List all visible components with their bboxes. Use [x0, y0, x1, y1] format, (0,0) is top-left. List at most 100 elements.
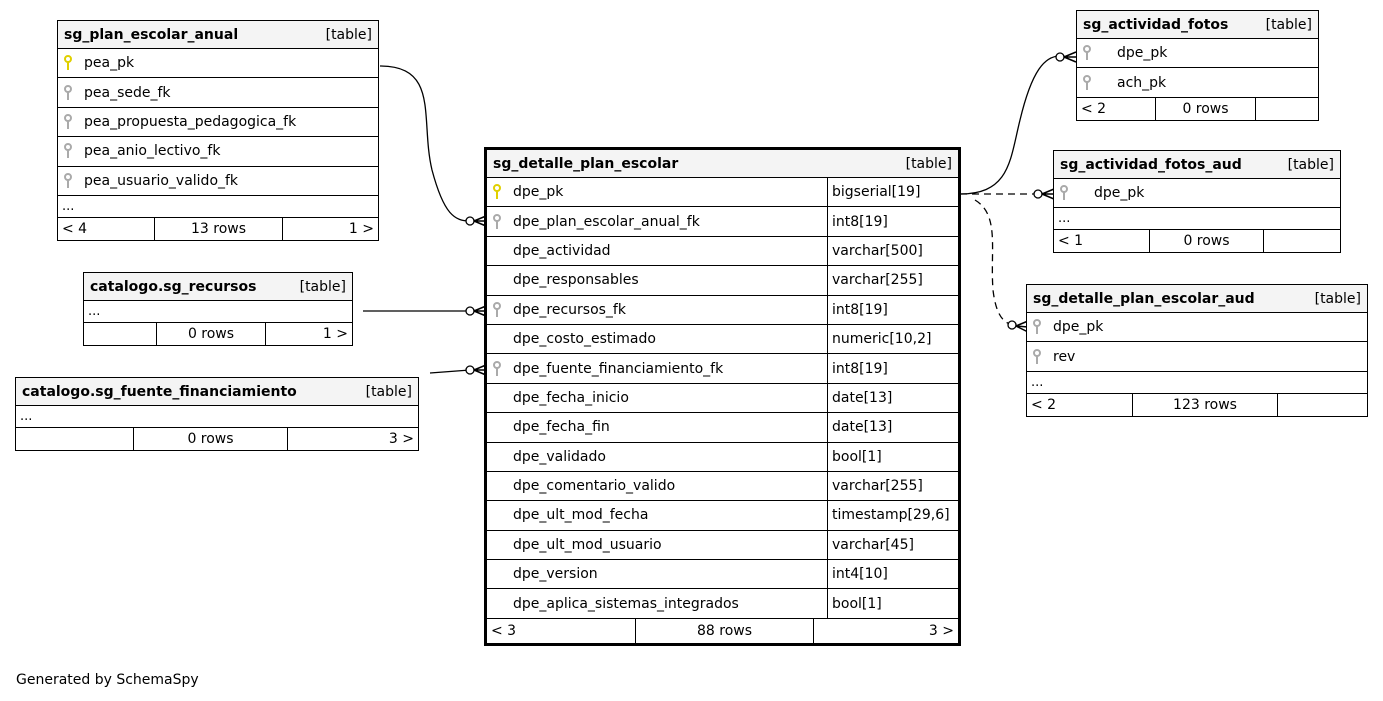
table-header: sg_actividad_fotos [table] — [1077, 11, 1318, 39]
column-cell: dpe_fecha_inicio — [487, 384, 827, 412]
column-cell: pea_propuesta_pedagogica_fk — [58, 108, 378, 136]
column-cell: dpe_validado — [487, 443, 827, 471]
table-sg-actividad-fotos-aud[interactable]: sg_actividad_fotos_aud [table] dpe_pk ..… — [1053, 150, 1341, 254]
crow-circle — [465, 365, 475, 375]
column-row[interactable]: pea_propuesta_pedagogica_fk — [58, 108, 378, 138]
table-header: sg_plan_escolar_anual [table] — [58, 21, 378, 49]
column-row[interactable]: dpe_pk — [1054, 179, 1340, 209]
column-cell: ach_pk — [1077, 68, 1318, 96]
table-kind: [table] — [1314, 290, 1361, 307]
column-row[interactable]: pea_sede_fk — [58, 78, 378, 108]
parents-count[interactable]: < 3 — [487, 618, 636, 643]
more-columns-ellipsis: ... — [1054, 208, 1340, 231]
children-count[interactable]: 3 > — [388, 431, 414, 447]
column-type: bool[1] — [827, 442, 958, 471]
column-row[interactable]: dpe_pk — [1027, 313, 1367, 343]
children-count[interactable] — [1256, 98, 1318, 120]
column-type: varchar[45] — [827, 530, 958, 560]
column-type: int8[19] — [827, 295, 958, 324]
table-header: catalogo.sg_fuente_financiamiento [table… — [16, 378, 418, 406]
table-header: catalogo.sg_recursos [table] — [84, 273, 352, 301]
column-cell: dpe_pk — [1054, 179, 1340, 207]
table-sg-detalle-plan-escolar-aud[interactable]: sg_detalle_plan_escolar_aud [table] dpe_… — [1026, 284, 1368, 417]
column-cell: pea_pk — [58, 49, 378, 77]
generated-by-label: Generated by SchemaSpy — [16, 672, 199, 688]
table-kind: [table] — [299, 278, 346, 295]
column-cell: dpe_comentario_valido — [487, 472, 827, 500]
table-catalogo-sg-recursos[interactable]: catalogo.sg_recursos [table] ... 0 rows … — [83, 272, 353, 346]
table-header: sg_actividad_fotos_aud [table] — [1054, 151, 1340, 179]
column-row[interactable]: ach_pk — [1077, 68, 1318, 98]
column-name: ach_pk — [1117, 74, 1167, 91]
crow-foot — [1063, 51, 1077, 63]
column-name: dpe_pk — [1117, 45, 1168, 62]
primary-key-icon — [64, 55, 78, 71]
column-type: bool[1] — [827, 589, 958, 618]
column-name: pea_usuario_valido_fk — [84, 172, 239, 189]
crow-circle — [465, 216, 475, 226]
column-row[interactable]: dpe_actividad varchar[500] — [487, 236, 958, 267]
column-cell: dpe_recursos_fk — [487, 296, 827, 324]
column-name: dpe_costo_estimado — [513, 331, 656, 348]
foreign-key-icon — [64, 113, 78, 130]
column-cell: dpe_ult_mod_fecha — [487, 501, 827, 529]
column-cell: dpe_fecha_fin — [487, 413, 827, 441]
column-type: date[13] — [827, 383, 958, 413]
children-count[interactable]: 1 > — [348, 220, 374, 237]
table-name: sg_actividad_fotos — [1083, 16, 1229, 33]
parents-count[interactable]: < 2 — [1077, 97, 1156, 120]
table-footer: < 2 123 rows — [1027, 393, 1367, 416]
column-name: dpe_actividad — [513, 242, 611, 259]
table-catalogo-sg-fuente-financiamiento[interactable]: catalogo.sg_fuente_financiamiento [table… — [15, 377, 419, 451]
column-row[interactable]: pea_pk — [58, 49, 378, 79]
children-count[interactable]: 3 > — [928, 622, 954, 639]
parents-count[interactable]: < 1 — [1054, 230, 1150, 253]
parents-count[interactable] — [16, 428, 134, 450]
children-count[interactable] — [1264, 230, 1340, 252]
column-type: bigserial[19] — [827, 178, 958, 207]
column-cell: dpe_pk — [1077, 39, 1318, 67]
table-kind: [table] — [325, 26, 372, 43]
crow-circle — [1033, 189, 1043, 199]
column-type: int4[10] — [827, 560, 958, 589]
column-type: varchar[500] — [827, 236, 958, 266]
column-row[interactable]: pea_anio_lectivo_fk — [58, 137, 378, 167]
children-count[interactable] — [1278, 394, 1367, 416]
column-row[interactable]: pea_usuario_valido_fk — [58, 167, 378, 196]
column-type: timestamp[29,6] — [827, 501, 958, 530]
column-row[interactable]: dpe_pk — [1077, 39, 1318, 69]
more-columns-ellipsis: ... — [16, 406, 418, 428]
column-cell: dpe_fuente_financiamiento_fk — [487, 354, 827, 382]
column-row[interactable]: rev — [1027, 342, 1367, 372]
column-cell: dpe_plan_escolar_anual_fk — [487, 207, 827, 235]
parents-count[interactable]: < 2 — [1027, 393, 1133, 416]
children-count[interactable]: 1 > — [322, 326, 348, 342]
column-name: pea_propuesta_pedagogica_fk — [84, 113, 297, 130]
column-cell: dpe_pk — [1027, 313, 1367, 341]
parents-count[interactable]: < 4 — [58, 217, 155, 240]
column-name: dpe_fecha_inicio — [513, 389, 629, 406]
column-row[interactable]: dpe_fecha_inicio date[13] — [487, 383, 958, 414]
parents-count[interactable] — [84, 323, 157, 345]
table-footer: 0 rows 1 > — [84, 323, 352, 345]
link-detalle-aud — [974, 199, 1013, 326]
foreign-key-icon — [1083, 45, 1097, 61]
table-footer: < 4 13 rows 1 > — [58, 217, 378, 240]
foreign-key-icon — [1033, 348, 1047, 365]
